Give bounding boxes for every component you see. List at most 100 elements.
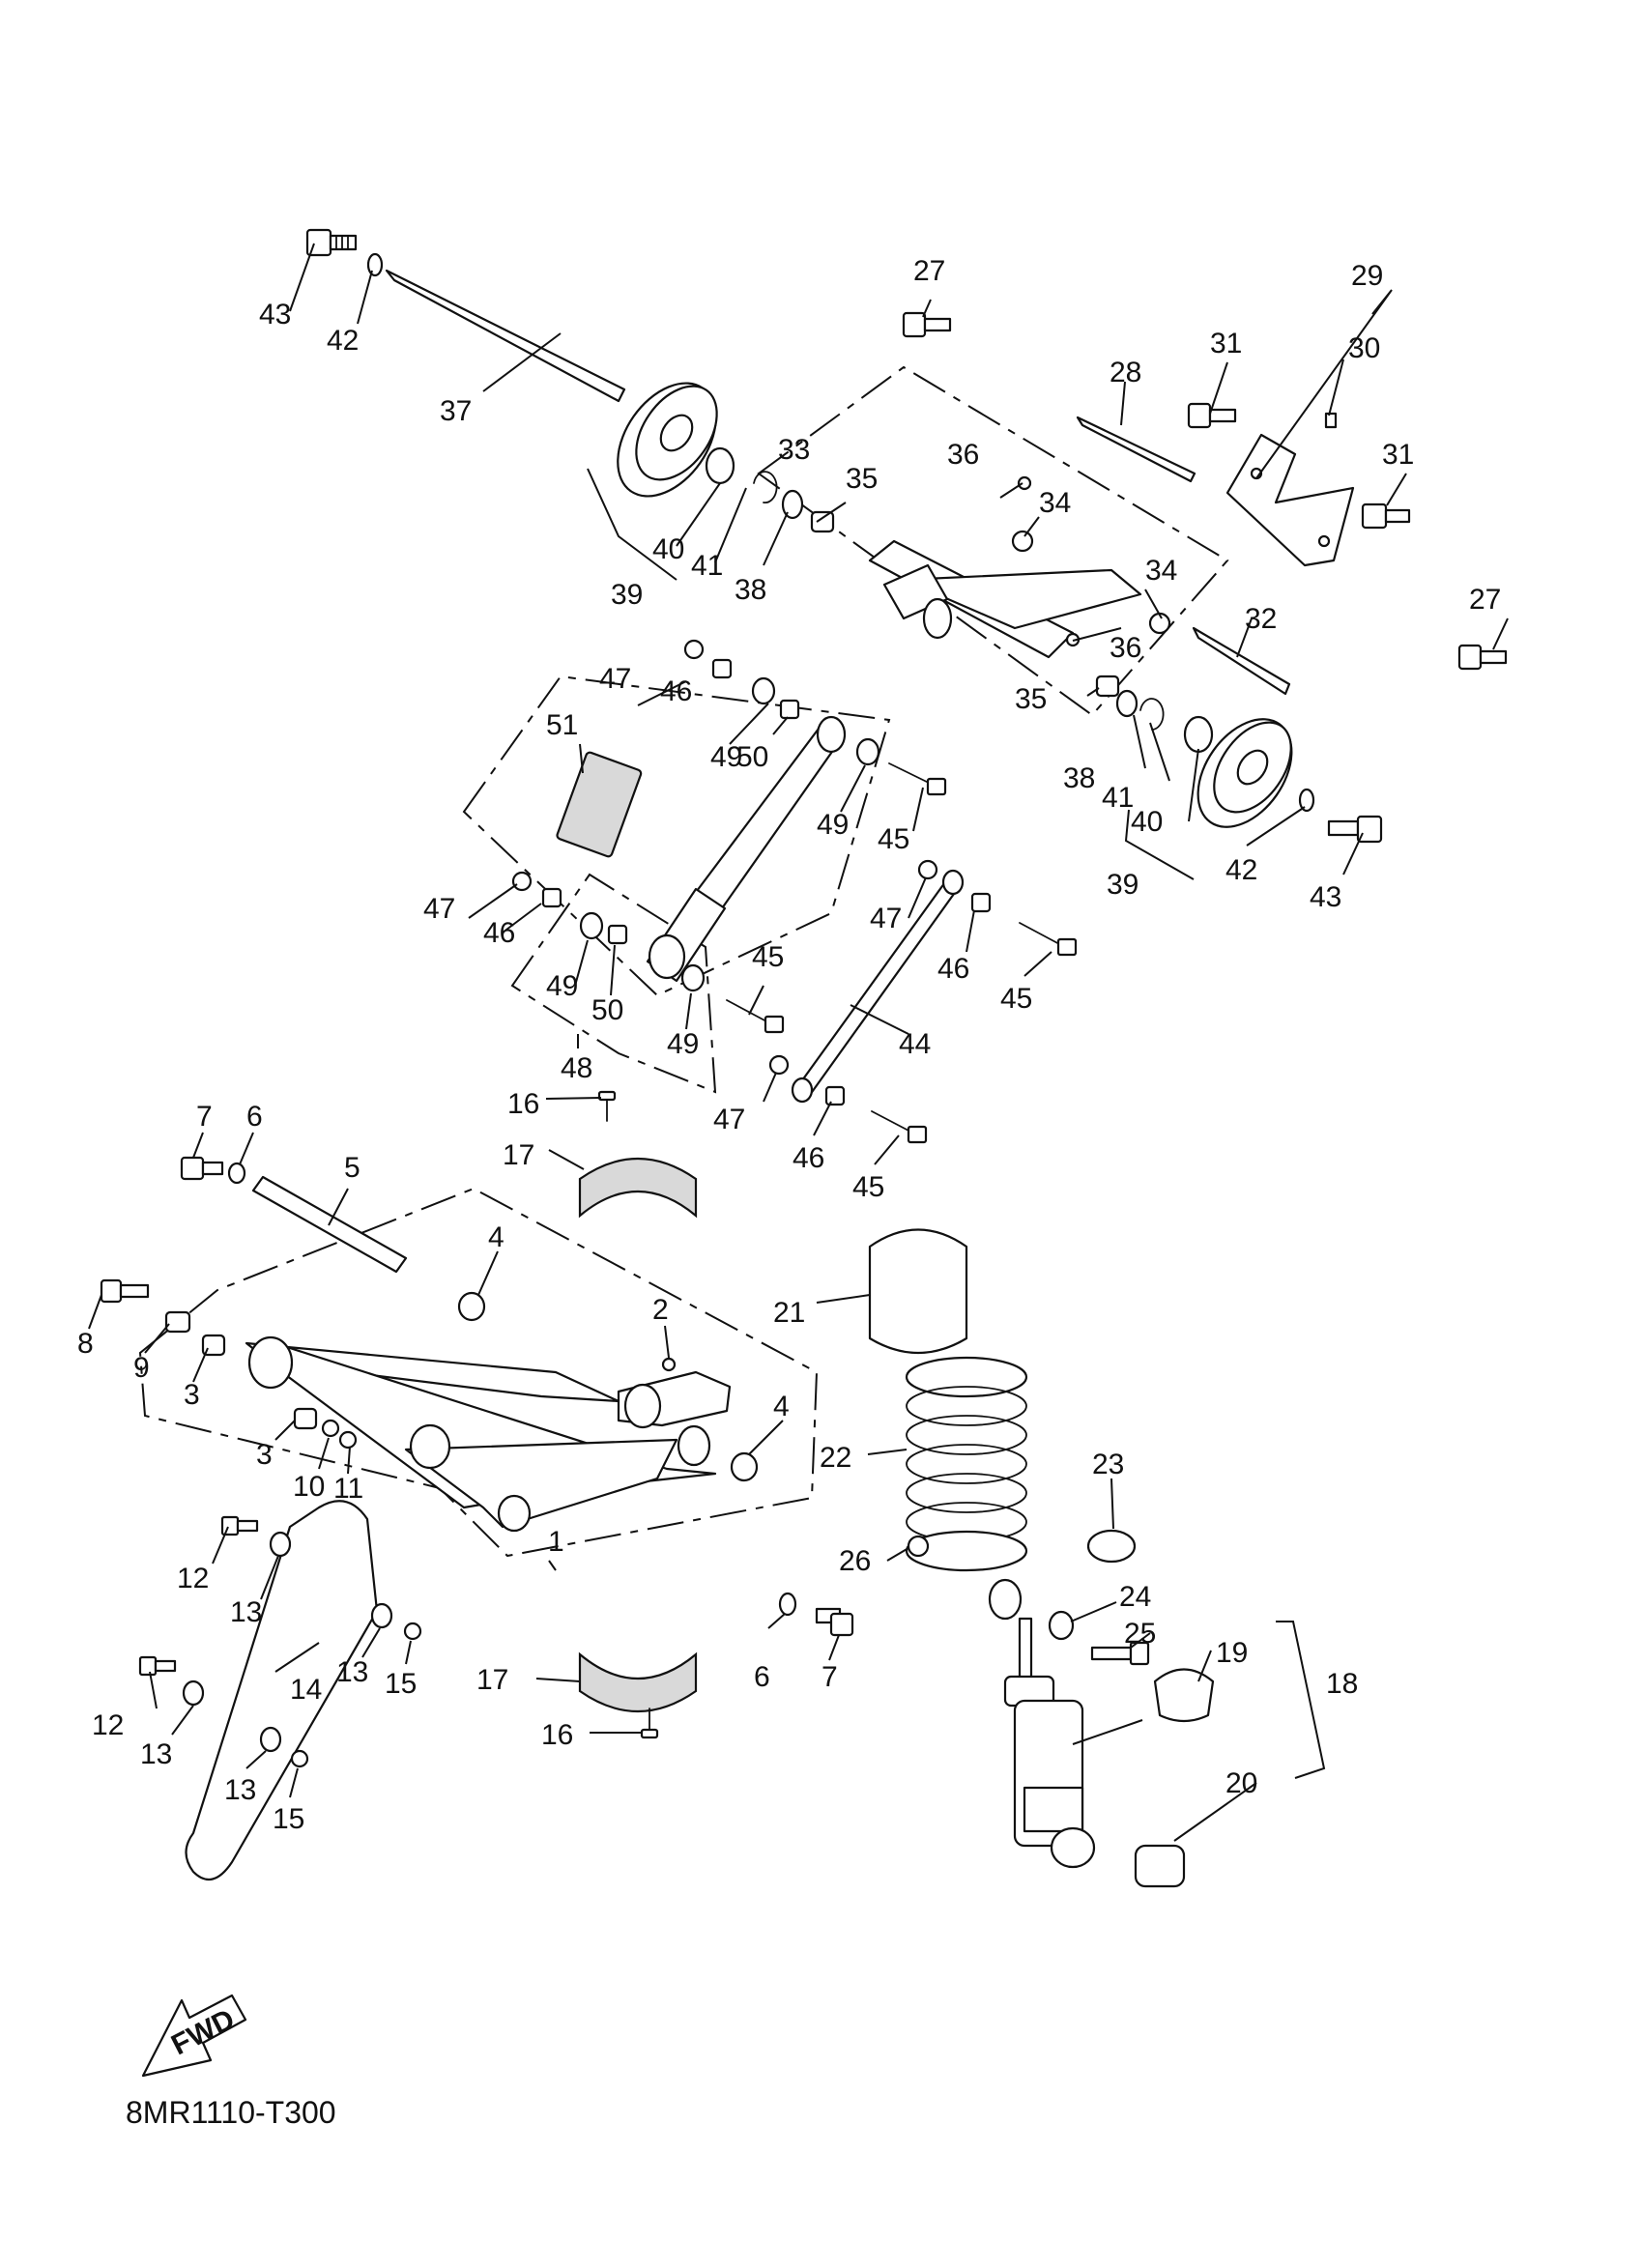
callout: 49 [710, 741, 742, 773]
callout: 11 [333, 1473, 363, 1505]
callout: 50 [736, 741, 768, 773]
top-arm-33 [868, 539, 1142, 659]
bushing-3-lower [293, 1407, 318, 1430]
callout: 47 [423, 893, 455, 925]
callout: 2 [652, 1294, 669, 1326]
callout: 13 [230, 1596, 262, 1628]
screw-16-upper [597, 1090, 617, 1122]
callout: 47 [599, 663, 631, 695]
bolt-12-lower [138, 1655, 177, 1677]
circlip-41-upper [753, 471, 778, 504]
group-1-outline [138, 1187, 819, 1558]
bushing-4-upper [457, 1291, 486, 1322]
callout: 40 [652, 533, 684, 565]
collar-46-d [824, 1085, 846, 1106]
callout: 13 [224, 1774, 256, 1806]
callout: 19 [1216, 1637, 1248, 1669]
callout: 47 [713, 1104, 745, 1135]
bushing-4-lower [730, 1451, 759, 1482]
callout: 7 [822, 1661, 838, 1693]
callout: 41 [691, 550, 723, 582]
bolt-45-b [1019, 922, 1078, 957]
callout: 31 [1382, 439, 1414, 471]
nut-47-a [683, 639, 705, 660]
callout: 38 [1063, 762, 1095, 794]
nut-47-b [511, 871, 533, 892]
washer-6-lower [778, 1592, 797, 1617]
group-48-upper-outline [462, 675, 891, 997]
stopper-17-lower [578, 1651, 698, 1713]
collar-46-a [711, 658, 733, 679]
callout: 1 [548, 1526, 564, 1558]
callout: 5 [344, 1152, 360, 1184]
axle-37 [385, 269, 626, 403]
callout: 12 [177, 1563, 209, 1594]
washer-13-c [182, 1679, 205, 1707]
callout: 9 [133, 1352, 150, 1384]
callout: 8 [77, 1328, 94, 1360]
callout: 4 [773, 1391, 790, 1422]
leader-lines [88, 243, 1509, 1842]
callout: 3 [184, 1379, 200, 1411]
callout: 36 [1110, 632, 1141, 664]
callout: 46 [660, 675, 692, 707]
bearing-40-upper [705, 446, 735, 485]
bushing-49-a [751, 676, 776, 705]
bearing-40-lower [1183, 715, 1214, 754]
callout: 45 [752, 941, 784, 973]
grease-nipple-30 [1324, 412, 1338, 429]
washer-13-a [269, 1531, 292, 1558]
callout: 24 [1119, 1581, 1151, 1613]
callout: 44 [899, 1028, 931, 1060]
damper-50 [646, 715, 847, 983]
callout: 46 [483, 917, 515, 949]
callout: 4 [488, 1221, 504, 1253]
callout: 17 [503, 1139, 534, 1171]
wheel-39-upper [617, 382, 718, 498]
callout: 37 [440, 395, 472, 427]
nut-11 [338, 1430, 358, 1450]
callout: 49 [546, 970, 578, 1002]
callout: 15 [273, 1803, 304, 1835]
callout: 36 [947, 439, 979, 471]
grease-nipple-2 [661, 1357, 677, 1372]
bushing-49-d [680, 963, 706, 992]
callout: 43 [259, 299, 291, 330]
screw-16-lower [640, 1708, 659, 1739]
nut-15-lower [290, 1749, 309, 1768]
bolt-7-lower [815, 1607, 854, 1637]
washer-42-lower [1298, 788, 1315, 813]
group-48-lower-outline [510, 873, 717, 1094]
swing-arm-1 [245, 1335, 732, 1533]
callout: 47 [870, 903, 902, 934]
grease-nipple-36-upper [1017, 475, 1032, 491]
bolt-7-upper [180, 1156, 224, 1181]
bushing-34-upper [1011, 530, 1034, 553]
bushing-49-c [579, 911, 604, 940]
collar-35-upper [810, 510, 835, 533]
nut-47-d [768, 1054, 790, 1076]
callout: 30 [1348, 332, 1380, 364]
bolt-31-right [1361, 502, 1411, 530]
callout: 28 [1110, 357, 1141, 388]
washer-13-b [370, 1602, 393, 1629]
callout: 35 [846, 463, 878, 495]
callout: 39 [611, 579, 643, 611]
callout: 42 [1225, 854, 1257, 886]
callout: 20 [1225, 1767, 1257, 1799]
callout: 49 [667, 1028, 699, 1060]
collar-38-upper [781, 489, 804, 520]
bolt-25 [1090, 1641, 1150, 1666]
callout: 39 [1107, 869, 1139, 901]
bolt-43-upper [305, 228, 358, 257]
bolt-8 [100, 1278, 150, 1304]
fwd-arrow-icon: FWD [141, 1994, 247, 2078]
collar-46-c [970, 892, 992, 913]
diagram-code: 8MR1110-T300 [126, 2095, 336, 2130]
callout: 43 [1310, 881, 1341, 913]
callout: 16 [507, 1088, 539, 1120]
bolt-27-left [902, 311, 952, 338]
callout: 13 [336, 1656, 368, 1688]
bushing-49-b [855, 737, 880, 766]
